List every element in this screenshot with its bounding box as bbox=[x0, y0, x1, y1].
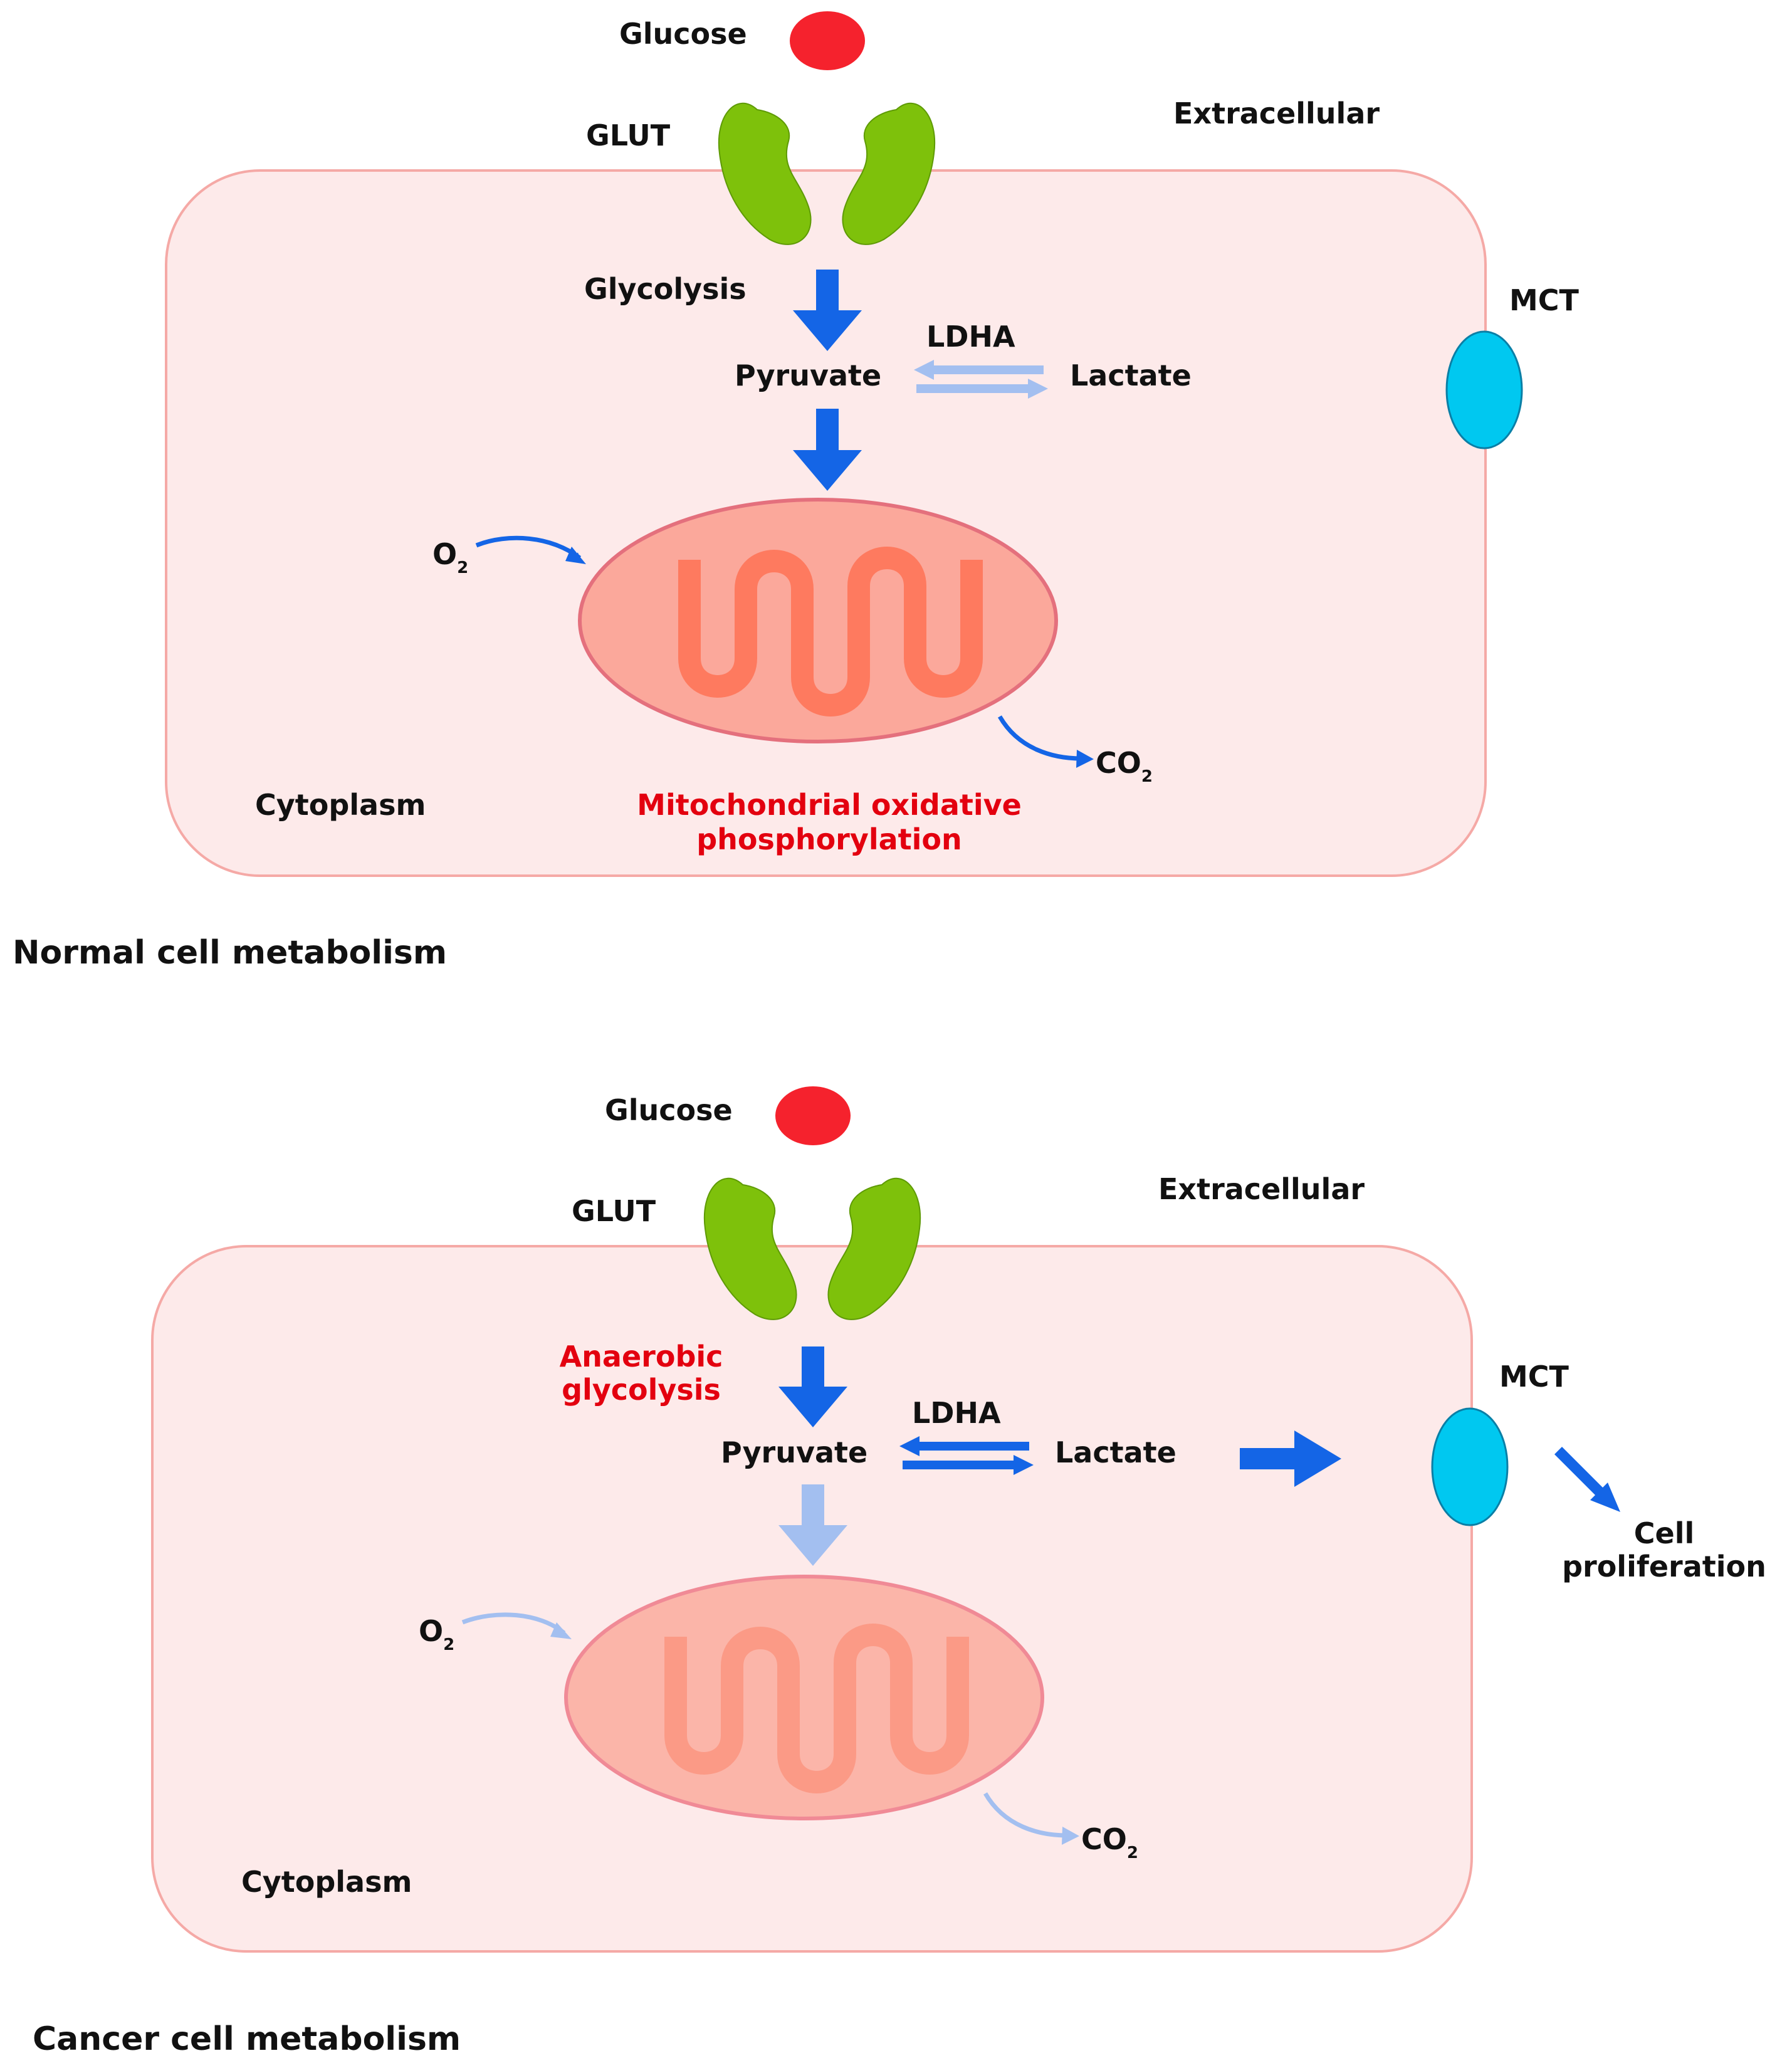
extracellular-label: Extracellular bbox=[1158, 1172, 1365, 1206]
oxphos-label-line1: Mitochondrial oxidative bbox=[637, 788, 1022, 822]
pyruvate-to-mitochondria-arrow bbox=[793, 409, 862, 491]
glut-transporter-icon bbox=[718, 102, 936, 245]
glycolysis-arrow bbox=[793, 270, 862, 351]
proliferation-arrow bbox=[1554, 1447, 1620, 1512]
mct-transporter-icon bbox=[1445, 330, 1523, 449]
cytoplasm-label: Cytoplasm bbox=[255, 788, 426, 822]
cancer-caption: Cancer cell metabolism bbox=[33, 2020, 461, 2058]
co2-release-arrow bbox=[997, 715, 1082, 761]
o2-label: O2 bbox=[432, 537, 468, 577]
glucose-molecule-icon bbox=[790, 11, 865, 70]
mct-label: MCT bbox=[1499, 1360, 1569, 1394]
mitochondrion-icon bbox=[564, 1575, 1044, 1820]
normal-caption: Normal cell metabolism bbox=[13, 934, 447, 972]
ldha-label: LDHA bbox=[912, 1396, 1001, 1430]
o2-uptake-arrow bbox=[475, 535, 582, 560]
glucose-label: Glucose bbox=[605, 1093, 733, 1127]
normal-cell-panel: Glucose GLUT Extracellular Glycolysis Py… bbox=[13, 11, 1580, 972]
mct-transporter-icon bbox=[1431, 1407, 1509, 1526]
o2-uptake-arrow bbox=[461, 1612, 566, 1635]
ldha-reversible-arrows bbox=[899, 1436, 1034, 1475]
lactate-export-arrow bbox=[1240, 1430, 1341, 1487]
co2-release-arrow bbox=[983, 1792, 1067, 1838]
glut-transporter-icon bbox=[703, 1177, 921, 1320]
glucose-molecule-icon bbox=[775, 1086, 851, 1145]
cytoplasm-label: Cytoplasm bbox=[241, 1865, 412, 1899]
lactate-label: Lactate bbox=[1070, 359, 1192, 392]
cancer-cell-panel: Glucose GLUT Extracellular Anaerobic gly… bbox=[33, 1086, 1766, 2058]
co2-label: CO2 bbox=[1096, 746, 1153, 786]
o2-label: O2 bbox=[419, 1614, 454, 1654]
co2-label: CO2 bbox=[1081, 1822, 1138, 1862]
glut-label: GLUT bbox=[572, 1194, 656, 1228]
cell-proliferation-label-line1: Cell bbox=[1634, 1516, 1695, 1550]
cell-proliferation-label-line2: proliferation bbox=[1562, 1550, 1766, 1583]
glycolysis-label: Glycolysis bbox=[584, 272, 747, 306]
anaerobic-glycolysis-label-line1: Anaerobic bbox=[560, 1340, 723, 1373]
lactate-label: Lactate bbox=[1055, 1436, 1176, 1469]
anaerobic-glycolysis-label-line2: glycolysis bbox=[562, 1373, 721, 1407]
extracellular-label: Extracellular bbox=[1173, 97, 1380, 130]
ldha-reversible-arrows bbox=[914, 360, 1048, 399]
ldha-label: LDHA bbox=[926, 320, 1015, 354]
pyruvate-label: Pyruvate bbox=[721, 1436, 867, 1469]
glycolysis-arrow bbox=[778, 1346, 847, 1427]
pyruvate-label: Pyruvate bbox=[735, 359, 881, 392]
glut-label: GLUT bbox=[586, 118, 671, 152]
glucose-label: Glucose bbox=[619, 17, 747, 51]
pyruvate-to-mitochondria-arrow bbox=[778, 1484, 847, 1566]
mitochondrion-icon bbox=[578, 498, 1058, 743]
oxphos-label-line2: phosphorylation bbox=[696, 822, 962, 856]
mct-label: MCT bbox=[1509, 283, 1580, 317]
